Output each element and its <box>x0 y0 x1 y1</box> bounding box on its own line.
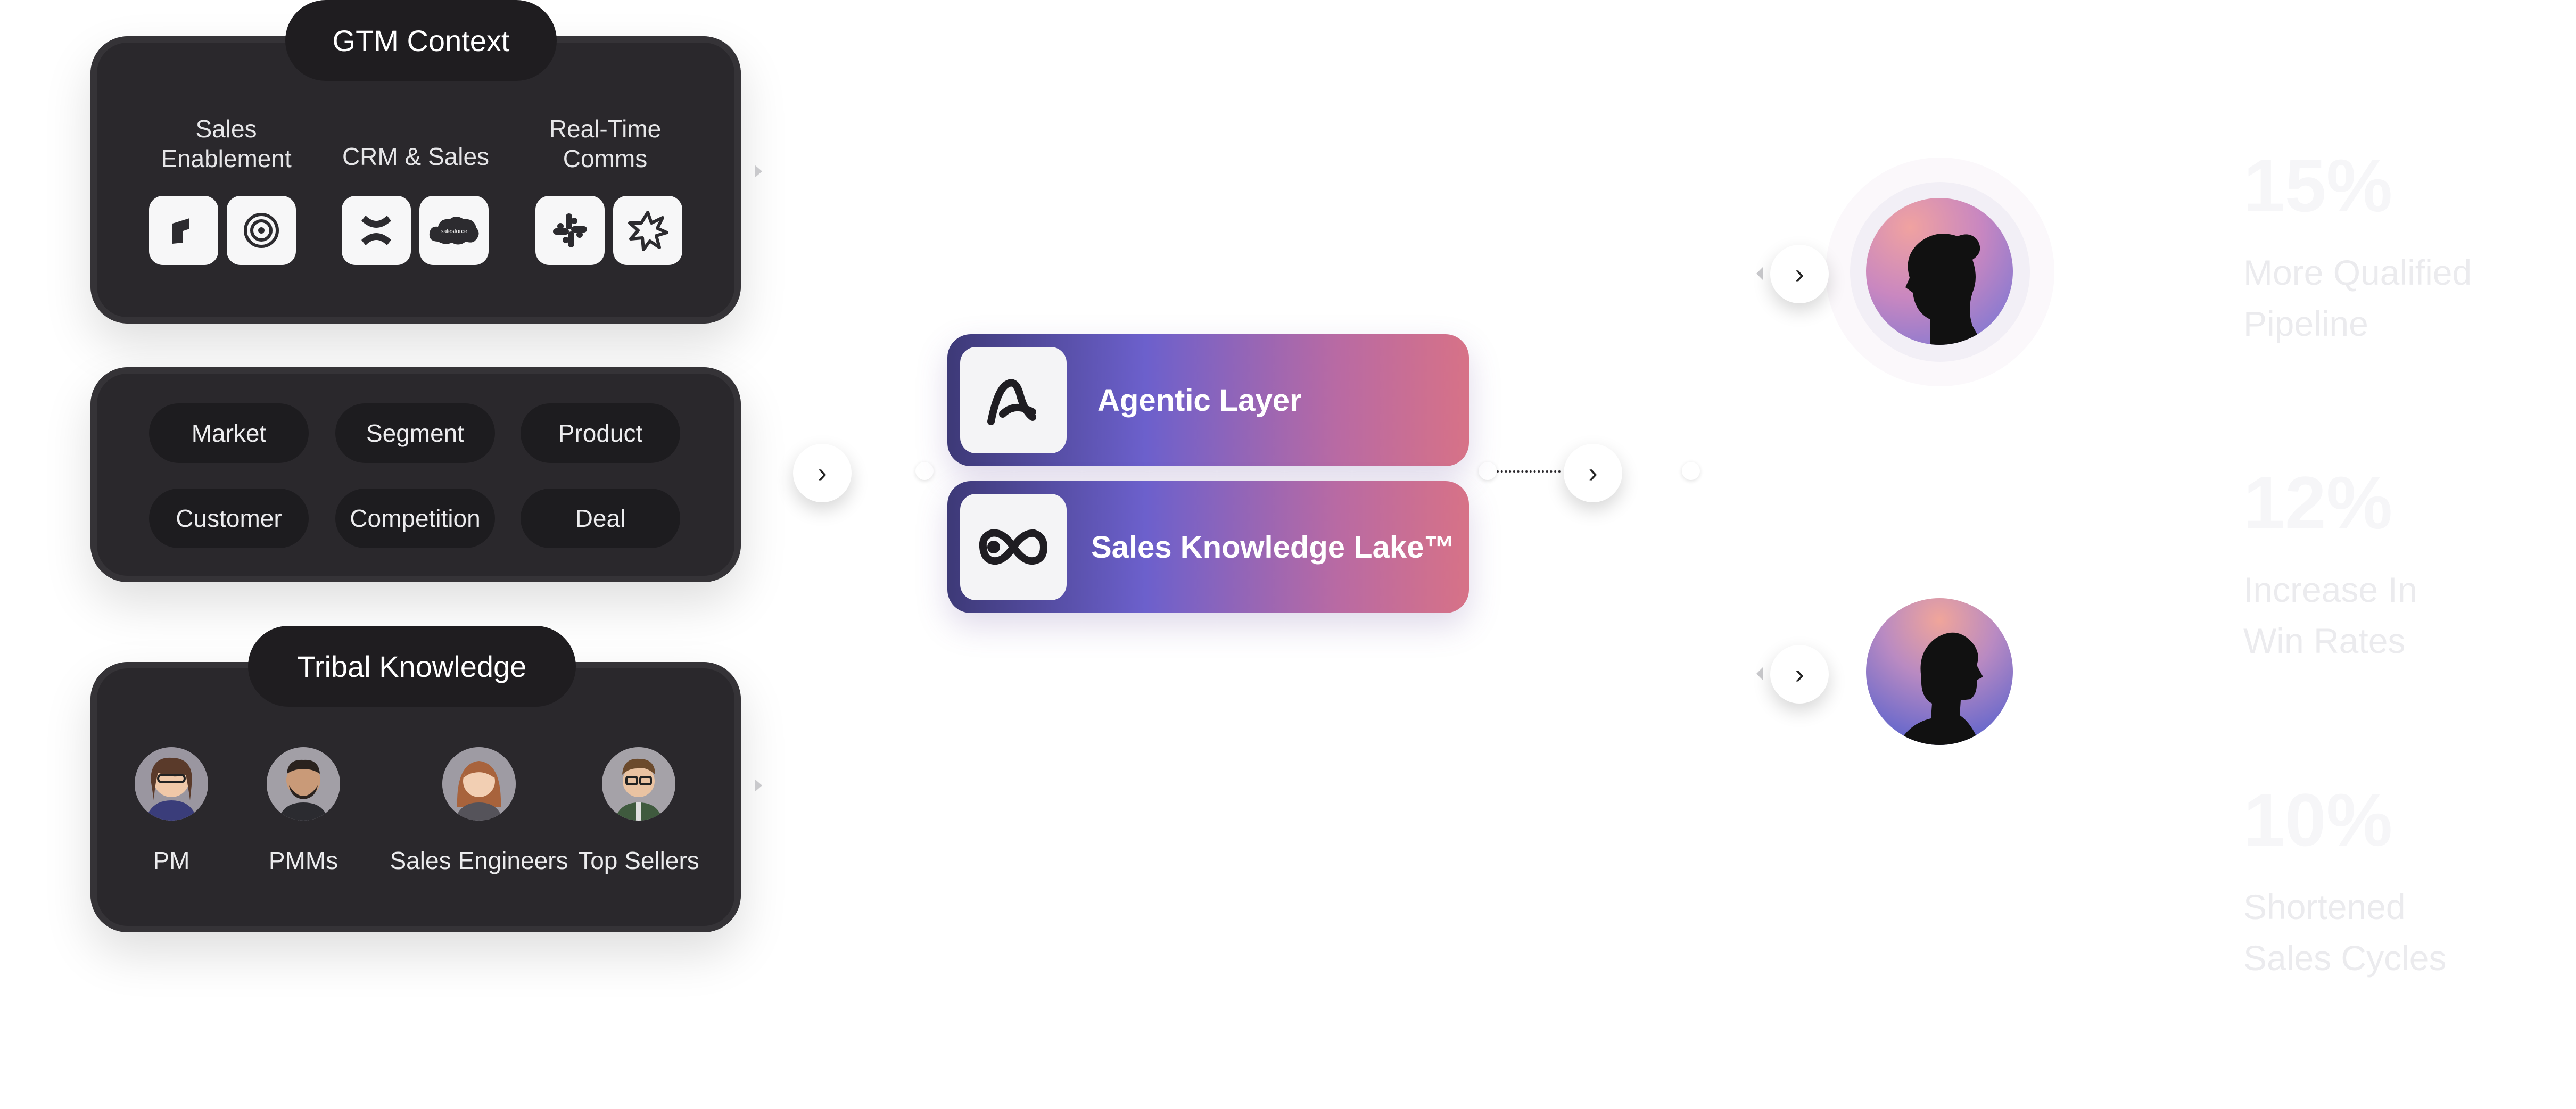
next-button-center[interactable]: › <box>1564 444 1622 502</box>
top-sellers-label: Top Sellers <box>578 847 699 874</box>
metric-cycles-label: Shortened Sales Cycles <box>2243 887 2447 978</box>
gtm-connector-arrow <box>755 165 762 178</box>
connector-dot-right-b <box>1682 462 1700 480</box>
salesforce-wordmark: salesforce <box>441 228 467 235</box>
sales-enablement-label: Sales Enablement <box>161 115 292 172</box>
salesforce-icon[interactable]: salesforce <box>419 196 489 265</box>
connector-dot-right-a <box>1479 462 1497 480</box>
slack-icon[interactable] <box>535 196 605 265</box>
person-top-sellers[interactable]: Top Sellers <box>569 747 708 875</box>
next-button-left[interactable]: › <box>793 444 852 502</box>
crm-sales-label: CRM & Sales <box>342 143 490 170</box>
chip-deal[interactable]: Deal <box>521 489 680 548</box>
sales-knowledge-lake-label: Sales Knowledge Lake™ <box>1091 529 1455 565</box>
tribal-knowledge-title: Tribal Knowledge <box>248 626 576 707</box>
sales-knowledge-lake[interactable]: Sales Knowledge Lake™ <box>947 481 1469 613</box>
infinity-icon <box>960 494 1067 600</box>
woman-silhouette-avatar <box>1866 198 2013 345</box>
metric-winrate-value: 12% <box>2243 461 2393 544</box>
portrait-1-arrow-tip <box>1756 267 1763 280</box>
chip-competition[interactable]: Competition <box>335 489 495 548</box>
top-sellers-avatar <box>602 747 675 821</box>
metric-pipeline-label: More Qualified Pipeline <box>2243 253 2472 343</box>
metric-pipeline-value: 15% <box>2243 144 2393 227</box>
chip-segment[interactable]: Segment <box>335 403 495 463</box>
metric-winrate-label: Increase In Win Rates <box>2243 570 2417 660</box>
sales-engineers-label: Sales Engineers <box>390 847 568 874</box>
person-pm[interactable]: PM <box>123 747 219 875</box>
agentic-layer-label: Agentic Layer <box>1097 383 1302 418</box>
chip-market[interactable]: Market <box>149 403 309 463</box>
chip-product[interactable]: Product <box>521 403 680 463</box>
gtm-context-card: Sales Enablement CRM & Sales Real-Time C… <box>90 36 741 324</box>
pm-avatar <box>135 747 208 821</box>
highspot-icon[interactable] <box>149 196 218 265</box>
tribal-connector-arrow <box>755 779 762 792</box>
zapier-icon[interactable] <box>613 196 682 265</box>
person-sales-engineers[interactable]: Sales Engineers <box>383 747 575 875</box>
person-pmms[interactable]: PMMs <box>255 747 351 875</box>
connector-dot-left <box>915 462 934 480</box>
tribal-knowledge-card: PM PMMs Sales Engineers Top Sellers <box>90 662 741 932</box>
portrait-2-arrow-tip <box>1756 667 1763 680</box>
portrait-2-button[interactable]: › <box>1770 645 1829 704</box>
agentic-layer[interactable]: Agentic Layer <box>947 334 1469 466</box>
man-silhouette-avatar <box>1866 598 2013 745</box>
pmms-avatar <box>267 747 340 821</box>
gtm-context-title: GTM Context <box>285 0 557 81</box>
pmms-label: PMMs <box>268 847 338 874</box>
portrait-1-button[interactable]: › <box>1770 245 1829 303</box>
dashed-connector <box>1497 470 1561 473</box>
dimensions-card: Market Segment Product Customer Competit… <box>90 367 741 582</box>
pm-label: PM <box>153 847 190 874</box>
chip-customer[interactable]: Customer <box>149 489 309 548</box>
metric-cycles-value: 10% <box>2243 778 2393 862</box>
confluence-icon[interactable] <box>342 196 411 265</box>
real-time-comms-label: Real-Time Comms <box>549 115 662 172</box>
gong-icon[interactable] <box>227 196 296 265</box>
agentic-logo-icon <box>960 347 1067 453</box>
sales-engineers-avatar <box>442 747 516 821</box>
